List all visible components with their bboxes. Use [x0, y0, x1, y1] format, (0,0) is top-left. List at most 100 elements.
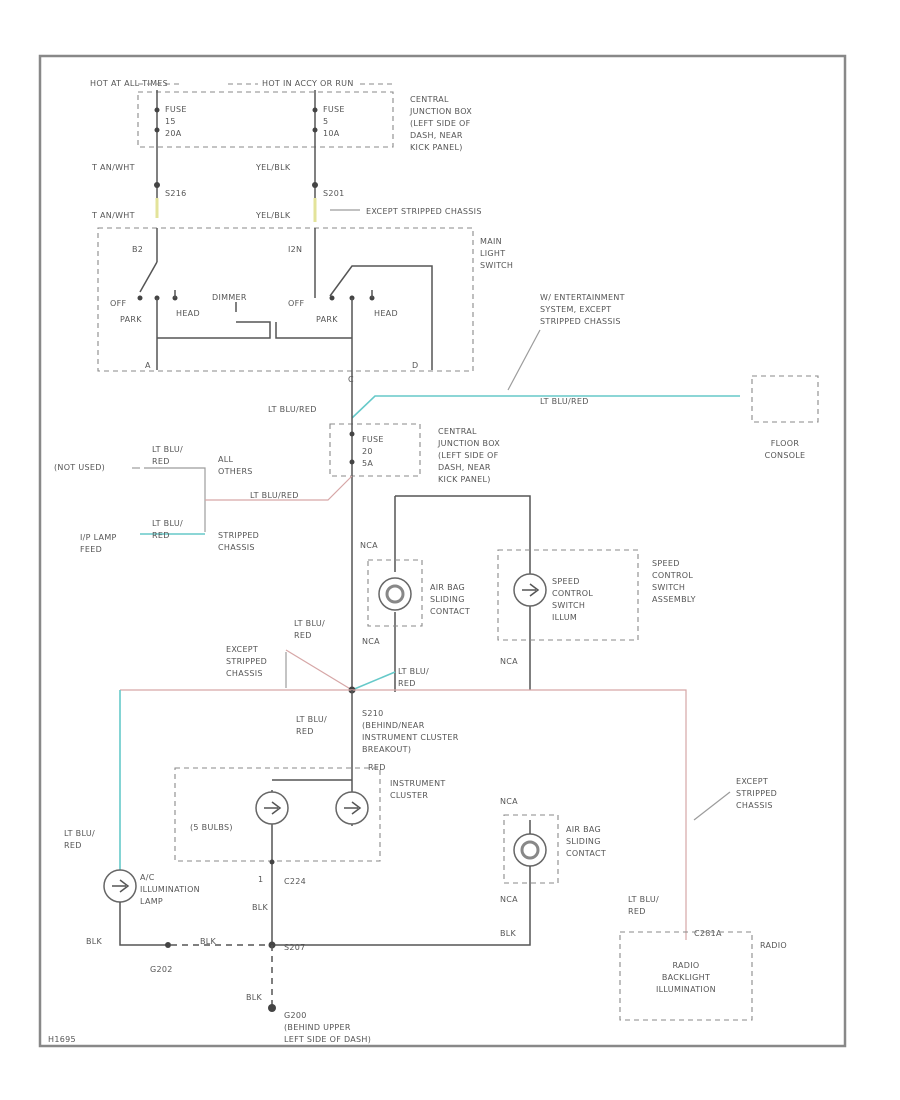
s210-l2: (BEHIND/NEAR: [362, 721, 425, 730]
c281a: C281A: [694, 929, 722, 938]
ab2-l3: CONTACT: [566, 849, 606, 858]
fuse15-l1: FUSE: [165, 105, 187, 114]
g200-l1: G200: [284, 1011, 307, 1020]
left-branch-bus: [144, 467, 206, 532]
floor-console-l1: FLOOR: [771, 439, 800, 448]
g202-dot: [165, 942, 171, 948]
scs-l1: SPEED: [552, 577, 580, 586]
lbr-f2: RED: [294, 631, 312, 640]
sca-l3: SWITCH: [652, 583, 685, 592]
mls-l3: SWITCH: [480, 261, 513, 270]
cluster-pin-dot: [269, 859, 275, 865]
s210-horizontal-bus: [120, 689, 687, 940]
esm-l1: EXCEPT: [226, 645, 258, 654]
cjb-top-l5: KICK PANEL): [410, 143, 463, 152]
figure-id: H1695: [48, 1035, 76, 1044]
mls-l1: MAIN: [480, 237, 502, 246]
airbag-1-coil-inner: [385, 584, 405, 604]
sw-left-blade: [139, 261, 158, 293]
pin-1: 1: [258, 875, 263, 884]
s207: S207: [284, 943, 306, 952]
sca-l1: SPEED: [652, 559, 680, 568]
ac-lamp-ground: [119, 902, 160, 946]
ent-arrow: [507, 329, 541, 391]
cjb-mid-l4: DASH, NEAR: [438, 463, 491, 472]
sw-head-left: HEAD: [176, 309, 200, 318]
radio-box: [619, 931, 753, 1021]
wire-tan-wht-1: T AN/WHT: [91, 163, 135, 172]
airbag-2-ground: [272, 820, 531, 946]
sw-off-left: OFF: [110, 299, 126, 308]
nca-4: NCA: [500, 797, 518, 806]
g200-l3: LEFT SIDE OF DASH): [284, 1035, 371, 1044]
wire-blk-c: BLK: [86, 937, 103, 946]
sw-park-right: PARK: [316, 315, 338, 324]
hot-in-accy-label: HOT IN ACCY OR RUN: [262, 79, 354, 88]
ab1-l1: AIR BAG: [430, 583, 465, 592]
esm-l2: STRIPPED: [226, 657, 267, 666]
splice-s201: S201: [323, 189, 345, 198]
ip-lamp-1: I/P LAMP: [80, 533, 117, 542]
sw-dimmer: DIMMER: [212, 293, 247, 302]
lbr-c2: RED: [152, 457, 170, 466]
ab1-l3: CONTACT: [430, 607, 470, 616]
fuse5-top-dot: [312, 107, 318, 113]
fuse15-l2: 15: [165, 117, 176, 126]
pin-d: D: [412, 361, 418, 370]
sw-park-bus: [156, 298, 353, 370]
sw-right-off-dot: [329, 295, 335, 301]
wire-yel-blk-1: YEL/BLK: [255, 163, 291, 172]
cjb-top-box: [137, 91, 394, 148]
cjb-mid-l2: JUNCTION BOX: [437, 439, 500, 448]
lbr-g2: RED: [398, 679, 416, 688]
airbag-1-coil: [378, 577, 412, 611]
main-light-switch-box: [97, 227, 474, 372]
cjb-mid-l3: (LEFT SIDE OF: [438, 451, 499, 460]
nca-5: NCA: [500, 895, 518, 904]
fuse5-bot-dot: [312, 127, 318, 133]
wire-lt-blu-red-a: LT BLU/RED: [268, 405, 317, 414]
ac-l1: A/C: [140, 873, 155, 882]
cluster-bulbs-glyph: [264, 801, 282, 815]
sca-l4: ASSEMBLY: [652, 595, 696, 604]
nca-1: NCA: [360, 541, 378, 550]
sw-off-right: OFF: [288, 299, 304, 308]
scs-l2: CONTROL: [552, 589, 593, 598]
ac-l2: ILLUMINATION: [140, 885, 200, 894]
g202: G202: [150, 965, 173, 974]
ac-lamp-glyph: [112, 879, 130, 893]
sw-park-left: PARK: [120, 315, 142, 324]
wire-tan-wht-2: T AN/WHT: [91, 211, 135, 220]
fuse5-l1: FUSE: [323, 105, 345, 114]
wire-blk-d: BLK: [200, 937, 217, 946]
cluster-bulb2-glyph: [344, 801, 362, 815]
lbr-j1: LT BLU/: [628, 895, 659, 904]
fuse20-l1: FUSE: [362, 435, 384, 444]
ab2-l2: SLIDING: [566, 837, 601, 846]
lbr-i1: LT BLU/: [64, 829, 95, 838]
fuse15-bot-dot: [154, 127, 160, 133]
fuse20-bot-dot: [349, 459, 355, 465]
airbag-2-coil-inner: [520, 840, 540, 860]
lbr-h2: RED: [296, 727, 314, 736]
sw-i2n: I2N: [288, 245, 302, 254]
esm-l3: CHASSIS: [226, 669, 263, 678]
splice-s216: S216: [165, 189, 187, 198]
s210-l4: BREAKOUT): [362, 745, 411, 754]
wire-blk-b: BLK: [500, 929, 517, 938]
diagram-frame: [38, 54, 847, 1048]
lbr-j2: RED: [628, 907, 646, 916]
wire-except-stripped-mid: [285, 649, 353, 691]
fuse20-l2: 20: [362, 447, 373, 456]
fuse20-top-dot: [349, 431, 355, 437]
radio-label: RADIO: [760, 941, 787, 950]
wire-blk-e: BLK: [246, 993, 263, 1002]
ip-lamp-2: FEED: [80, 545, 102, 554]
wire-lt-blu-red-console: [351, 395, 740, 419]
sw-b2: B2: [132, 245, 143, 254]
esr-arrow: [693, 791, 731, 821]
cjb-top-l3: (LEFT SIDE OF: [410, 119, 471, 128]
bulbs-label: (5 BULBS): [190, 823, 233, 832]
cjb-mid-box: [329, 423, 421, 477]
